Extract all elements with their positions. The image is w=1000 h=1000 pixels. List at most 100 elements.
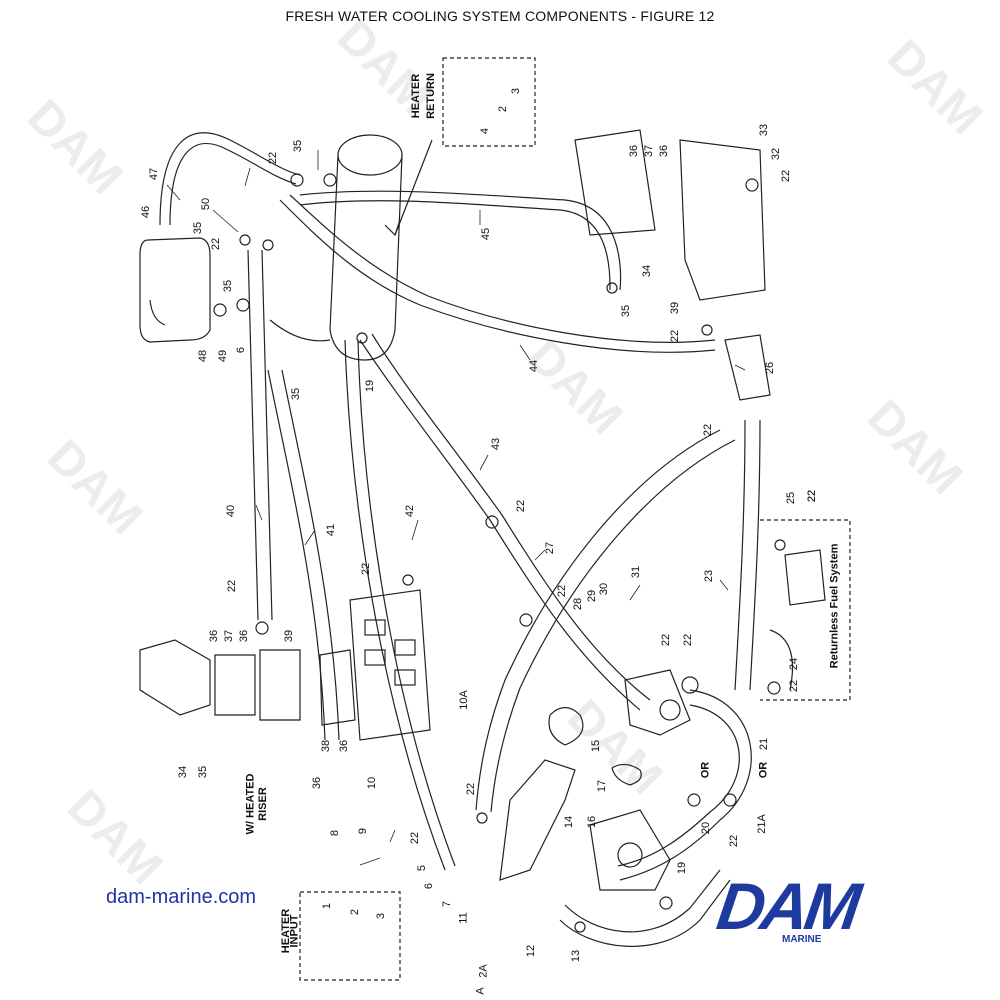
dam-logo: DAM (712, 869, 862, 943)
part-50: 50 (200, 197, 213, 211)
part-14: 14 (563, 815, 576, 829)
part-35f: 35 (197, 765, 210, 779)
part-32: 32 (770, 147, 783, 161)
part-22j: 22 (226, 579, 239, 593)
part-22g: 22 (360, 562, 373, 576)
part-22d: 22 (669, 329, 682, 343)
part-33: 33 (758, 123, 771, 137)
hose-44 (279, 199, 716, 353)
part-35a: 35 (192, 221, 205, 235)
part-26: 26 (764, 361, 777, 375)
part-49: 49 (217, 349, 230, 363)
hose-21 (619, 689, 752, 881)
part-34b: 34 (177, 765, 190, 779)
part-25: 25 (785, 491, 798, 505)
thermostat-housing (724, 334, 771, 401)
returnless-fuel-label: Returnless Fuel System (828, 543, 841, 669)
part-36b: 36 (658, 144, 671, 158)
part-22q: 22 (409, 831, 422, 845)
part-36f: 36 (311, 776, 324, 790)
website-link[interactable]: dam-marine.com (106, 886, 257, 908)
part-21: 21 (758, 737, 771, 751)
part-34a: 34 (641, 264, 654, 278)
part-28: 28 (572, 597, 585, 611)
part-24: 24 (788, 657, 801, 671)
part-16: 16 (586, 815, 599, 829)
part-38: 38 (320, 739, 333, 753)
part-23: 23 (703, 569, 716, 583)
part-2b: 2 (349, 908, 362, 916)
part-19a: 19 (364, 379, 377, 393)
part-40: 40 (225, 504, 238, 518)
part-44: 44 (528, 359, 541, 373)
part-45: 45 (480, 227, 493, 241)
heater-return-label-1: HEATER (410, 73, 423, 119)
part-22k: 22 (660, 633, 673, 647)
part-3a: 3 (510, 87, 523, 95)
part-37a: 37 (643, 144, 656, 158)
part-22a: 22 (210, 237, 223, 251)
part-22i: 22 (556, 584, 569, 598)
part-15: 15 (590, 739, 603, 753)
part-48: 48 (197, 349, 210, 363)
part-22l: 22 (682, 633, 695, 647)
part-8: 8 (329, 829, 342, 837)
heater-return-box (442, 57, 536, 147)
part-3b: 3 (375, 912, 388, 920)
part-36d: 36 (238, 629, 251, 643)
part-35b: 35 (222, 279, 235, 293)
part-22m: 22 (788, 679, 801, 693)
heater-return-label-2: RETURN (424, 73, 437, 119)
dam-logo-subtitle: MARINE (782, 934, 822, 945)
circulating-pump (589, 809, 671, 891)
part-35d: 35 (290, 387, 303, 401)
part-11: 11 (457, 912, 470, 924)
or-label-1: OR (699, 761, 712, 779)
heat-exchanger-cap (337, 134, 403, 176)
part-9: 9 (357, 827, 370, 835)
part-22f: 22 (515, 499, 528, 513)
hose-23 (734, 419, 746, 691)
part-42: 42 (404, 504, 417, 518)
heater-input-box (299, 891, 401, 981)
part-22p: 22 (728, 834, 741, 848)
gasket-17 (611, 763, 642, 786)
hose-47 (159, 132, 301, 226)
part-22e: 22 (702, 423, 715, 437)
part-39a: 39 (669, 301, 682, 315)
part-12: 12 (525, 944, 538, 958)
part-27: 27 (544, 541, 557, 555)
gasket-15 (548, 706, 584, 746)
coolant-reservoir (139, 237, 211, 343)
part-22o: 22 (465, 782, 478, 796)
elbow-14 (499, 759, 576, 881)
heated-riser-label-2: RISER (256, 787, 269, 821)
exhaust-manifold-right (574, 129, 656, 236)
part-41: 41 (325, 523, 338, 537)
returnless-bracket (760, 519, 851, 701)
page-title: FRESH WATER COOLING SYSTEM COMPONENTS - … (285, 8, 715, 24)
part-4a: 4 (479, 127, 492, 135)
heated-riser-label-1: W/ HEATED (244, 773, 257, 835)
hose-41 (267, 369, 326, 741)
hose-31 (475, 429, 721, 811)
part-36c: 36 (208, 629, 221, 643)
part-20: 20 (700, 821, 713, 835)
part-21a: 21A (755, 814, 768, 834)
part-5: 5 (416, 864, 429, 872)
part-37b: 37 (223, 629, 236, 643)
part-1: 1 (321, 902, 334, 910)
hose-40 (247, 249, 259, 621)
hose-12 (559, 879, 731, 947)
hose-42 (344, 339, 446, 871)
part-10: 10 (366, 776, 379, 790)
part-A: A (474, 987, 487, 995)
part-46: 46 (140, 205, 153, 219)
part-36a: 36 (628, 144, 641, 158)
part-6: 6 (235, 346, 248, 354)
part-35e: 35 (620, 304, 633, 318)
hose-43 (359, 339, 641, 711)
part-22b: 22 (267, 151, 280, 165)
raw-water-pump (624, 669, 691, 736)
